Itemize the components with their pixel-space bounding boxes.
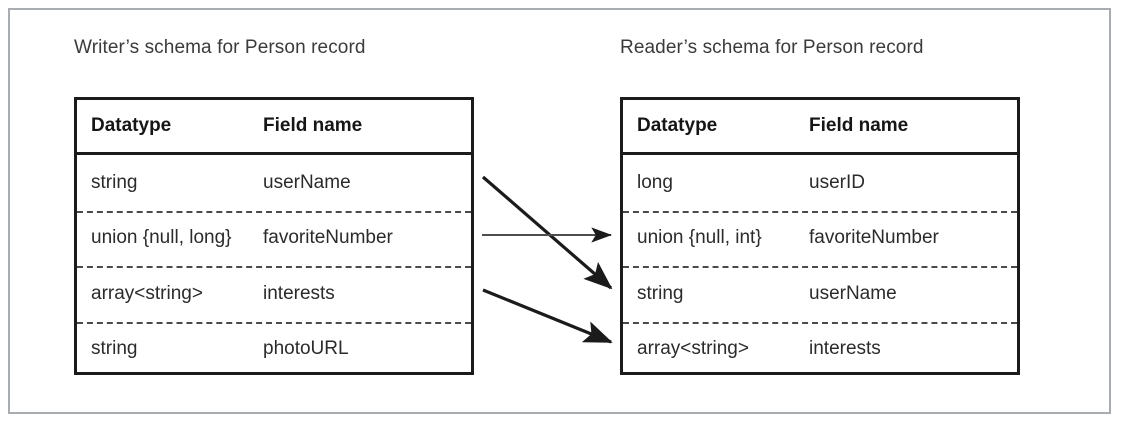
table-row: array<string> interests [623,321,1017,378]
table-row: string photoURL [77,321,471,378]
table-row: string userName [77,155,471,211]
table-row: union {null, long} favoriteNumber [77,210,471,267]
cell-datatype: string [91,171,138,193]
cell-datatype: array<string> [91,282,203,304]
cell-datatype: long [637,171,673,193]
table-row: union {null, int} favoriteNumber [623,210,1017,267]
cell-field-name: photoURL [263,338,349,360]
cell-field-name: interests [263,282,335,304]
table-row: string userName [623,266,1017,322]
reader-schema-title: Reader’s schema for Person record [620,37,924,58]
cell-field-name: favoriteNumber [263,227,393,249]
table-row: long userID [623,155,1017,211]
column-header-field-name: Field name [263,115,363,136]
cell-field-name: interests [809,338,881,360]
reader-schema-table: Datatype Field name long userID union {n… [620,97,1020,375]
column-header-field-name: Field name [809,115,909,136]
column-header-datatype: Datatype [637,115,718,136]
cell-datatype: string [91,338,138,360]
writer-schema-title: Writer’s schema for Person record [74,37,366,58]
cell-field-name: userID [809,171,865,193]
table-header-row: Datatype Field name [77,100,471,155]
cell-datatype: array<string> [637,338,749,360]
cell-field-name: userName [809,282,897,304]
writer-schema-table: Datatype Field name string userName unio… [74,97,474,375]
table-header-row: Datatype Field name [623,100,1017,155]
column-header-datatype: Datatype [91,115,172,136]
cell-datatype: union {null, int} [637,227,762,249]
cell-datatype: union {null, long} [91,227,232,249]
cell-datatype: string [637,282,684,304]
cell-field-name: favoriteNumber [809,227,939,249]
cell-field-name: userName [263,171,351,193]
table-row: array<string> interests [77,266,471,322]
